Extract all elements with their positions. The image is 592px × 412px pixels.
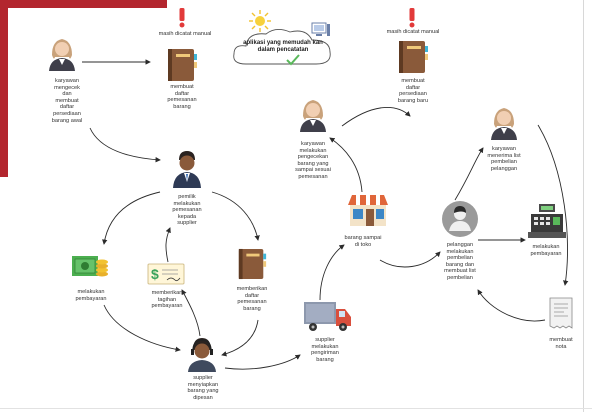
arrow-karyawan2-to-nota [537, 124, 569, 286]
arrow-bayar-to-supplier [103, 304, 181, 352]
money-stack-icon [72, 256, 108, 277]
person-female-icon [491, 108, 517, 140]
store-icon [348, 195, 388, 226]
headset-person-icon [188, 338, 216, 372]
page-edge-right [583, 0, 584, 412]
arrow-pemilik-to-daftar2 [211, 191, 260, 241]
customer-avatar-icon [442, 201, 478, 237]
truck-icon [304, 302, 351, 331]
invoice-icon: $ [147, 263, 185, 285]
businessman-icon [173, 151, 201, 188]
arrow-store-to-pelanggan [379, 251, 441, 268]
notebook-icon [168, 49, 197, 81]
arrow-supplier-to-truck [224, 354, 301, 370]
label-masih-manual-2: masih dicatat manual [386, 29, 440, 35]
notebook-icon [238, 248, 267, 280]
frame-border-left [0, 0, 8, 177]
cloud-caption: aplikasi yang memudah kan dalam pencatat… [243, 40, 323, 53]
frame-border-top [0, 0, 167, 8]
arrow-pelanggan-to-karyawan2 [454, 147, 484, 201]
cloud-icon [233, 29, 331, 65]
arrow-daftar2-to-supplier [221, 319, 259, 357]
exclamation-icon [409, 8, 415, 28]
sun-icon [249, 10, 271, 32]
arrow-tagihan-to-pemilik [165, 227, 171, 263]
svg-text:$: $ [151, 266, 159, 282]
computer-icon [311, 22, 330, 36]
arrow-pemilik-to-bayar [102, 191, 161, 245]
person-female-icon [300, 100, 326, 132]
checkmark-icon [286, 54, 300, 66]
notebook-icon [399, 41, 428, 73]
arrow-karyawan-to-persediaan [341, 107, 411, 127]
page-edge-bottom [0, 408, 592, 409]
person-female-icon [49, 39, 75, 71]
arrow-nota-to-pelanggan [477, 289, 546, 322]
label-masih-manual-1: masih dicatat manual [158, 31, 212, 37]
receipt-icon [549, 297, 573, 329]
arrow-supplier-to-tagihan [181, 289, 201, 337]
cash-register-icon [528, 204, 566, 238]
arrow-truck-to-store [319, 244, 345, 301]
arrow-store-to-karyawan [329, 137, 363, 193]
arrow-cek-to-pemilik [89, 127, 161, 163]
exclamation-icon [179, 8, 185, 28]
